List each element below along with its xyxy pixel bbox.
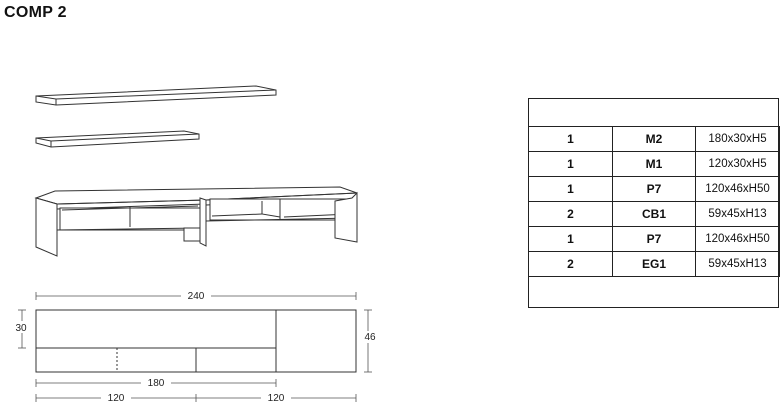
size-cell: 180x30xH5 bbox=[695, 126, 780, 152]
code-cell: EG1 bbox=[612, 251, 696, 277]
plan-view bbox=[35, 309, 357, 373]
tv-unit-illustration bbox=[34, 186, 358, 257]
code-cell: P7 bbox=[612, 226, 696, 252]
qty-cell: 2 bbox=[528, 251, 613, 277]
size-cell: 120x46xH50 bbox=[695, 226, 780, 252]
code-cell: P7 bbox=[612, 176, 696, 202]
dim-left-module: 120 bbox=[108, 393, 125, 404]
component-spec-table: 1 M2 180x30xH5 1 M1 120x30xH5 1 P7 120x4… bbox=[528, 98, 780, 308]
shelf-m2-illustration bbox=[35, 85, 277, 106]
size-cell: 120x30xH5 bbox=[695, 151, 780, 177]
size-cell: 120x46xH50 bbox=[695, 176, 780, 202]
shelf-m1-illustration bbox=[35, 130, 200, 148]
composition-title: COMP 2 bbox=[4, 4, 67, 21]
size-cell: 59x45xH13 bbox=[695, 251, 780, 277]
qty-cell: 2 bbox=[528, 201, 613, 227]
dim-right-module: 120 bbox=[268, 393, 285, 404]
table-row: 2 EG1 59x45xH13 bbox=[528, 251, 780, 277]
table-row: 1 M1 120x30xH5 bbox=[528, 151, 780, 177]
qty-cell: 1 bbox=[528, 176, 613, 202]
qty-cell: 1 bbox=[528, 151, 613, 177]
table-row: 2 CB1 59x45xH13 bbox=[528, 201, 780, 227]
dim-depth: 30 bbox=[15, 323, 27, 334]
table-row: 1 P7 120x46xH50 bbox=[528, 226, 780, 252]
code-cell: M2 bbox=[612, 126, 696, 152]
dim-total-width: 240 bbox=[188, 291, 205, 302]
dim-shelf-length: 180 bbox=[148, 378, 165, 389]
qty-cell: 1 bbox=[528, 226, 613, 252]
size-cell: 59x45xH13 bbox=[695, 201, 780, 227]
qty-cell: 1 bbox=[528, 126, 613, 152]
code-cell: M1 bbox=[612, 151, 696, 177]
code-cell: CB1 bbox=[612, 201, 696, 227]
table-row: 1 M2 180x30xH5 bbox=[528, 126, 780, 152]
dim-unit-depth: 46 bbox=[364, 332, 376, 343]
table-row: 1 P7 120x46xH50 bbox=[528, 176, 780, 202]
